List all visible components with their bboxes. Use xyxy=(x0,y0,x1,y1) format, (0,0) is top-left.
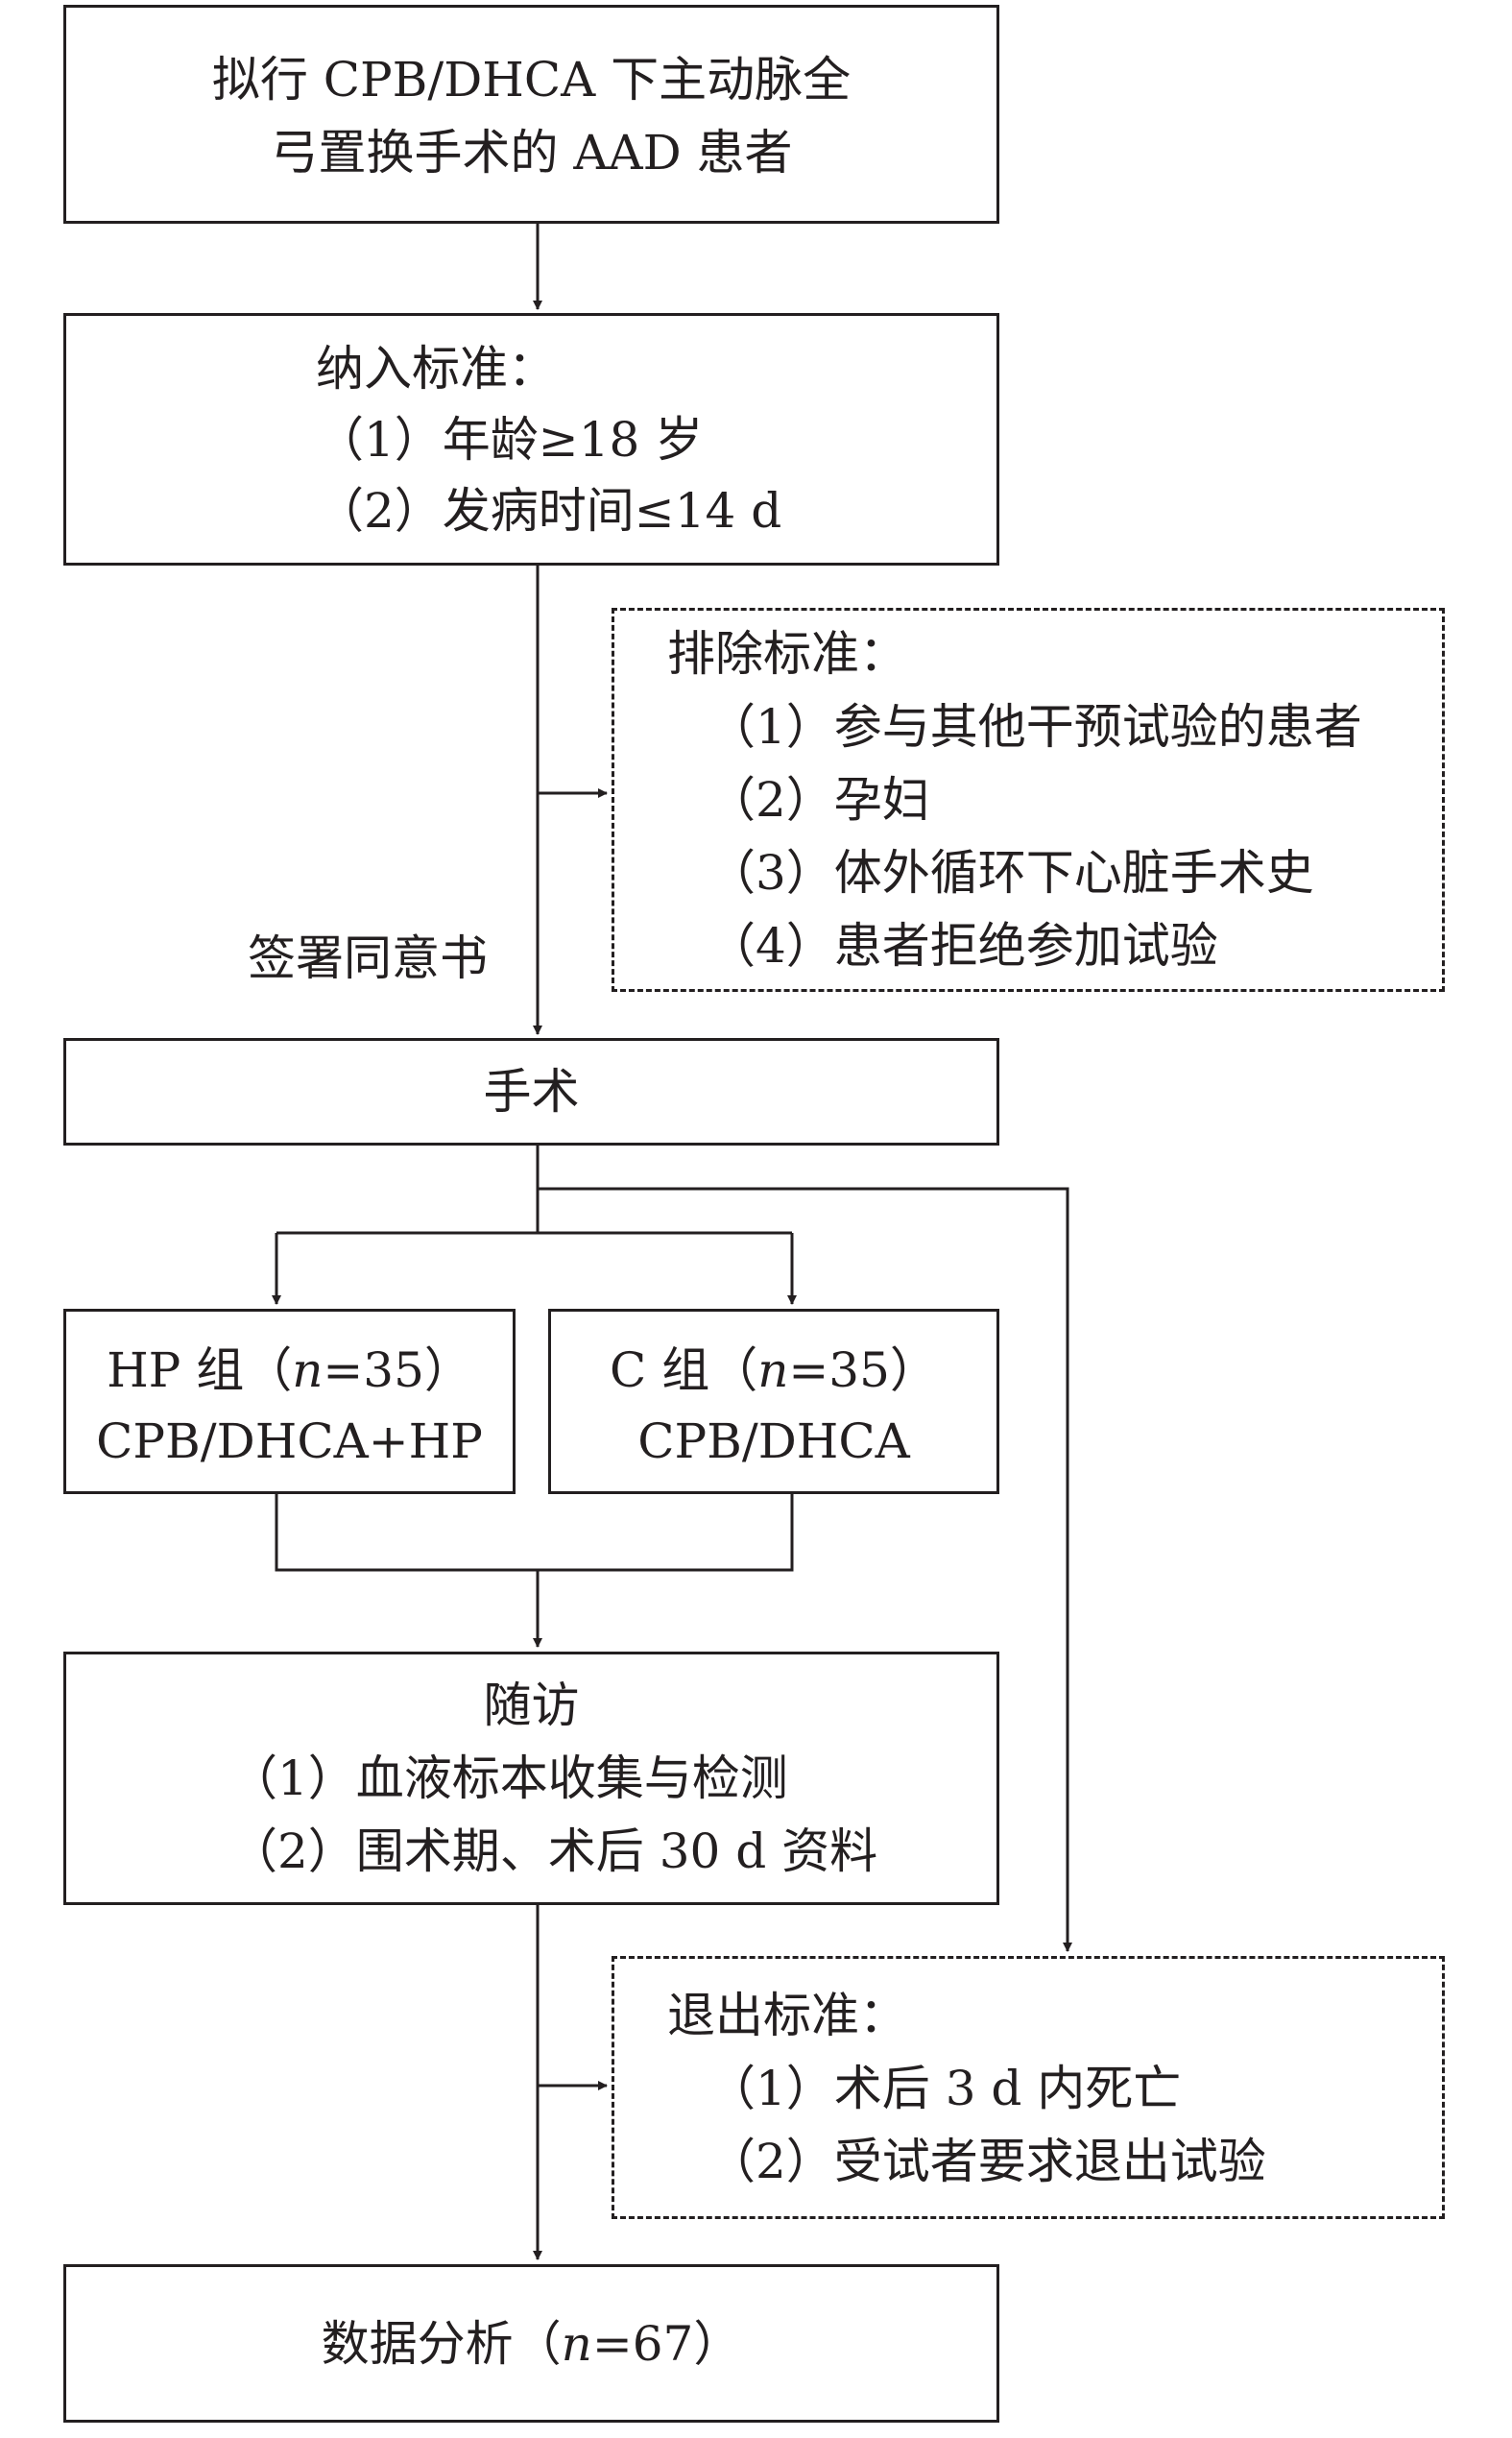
followup-item-1: （1）血液标本收集与检测 xyxy=(229,1750,788,1806)
exclusion-item-4: （4）患者拒绝参加试验 xyxy=(708,918,1218,974)
followup-title: 随访 xyxy=(483,1678,580,1733)
c-group-line-2: CPB/DHCA xyxy=(637,1413,910,1469)
withdrawal-item-2: （2）受试者要求退出试验 xyxy=(708,2134,1266,2189)
analysis-label: 数据分析（n=67） xyxy=(321,2316,742,2372)
start-line-2: 弓置换手术的 AAD 患者 xyxy=(270,125,793,181)
surgery-box: 手术 xyxy=(63,1038,999,1146)
exclusion-item-3: （3）体外循环下心脏手术史 xyxy=(708,845,1314,901)
c-group-line-1: C 组（n=35） xyxy=(610,1342,938,1398)
hp-group-line-2: CPB/DHCA+HP xyxy=(96,1413,483,1469)
inclusion-item-1: （1）年龄≥18 岁 xyxy=(316,412,704,468)
hp-group-box: HP 组（n=35） CPB/DHCA+HP xyxy=(63,1309,516,1494)
analysis-box: 数据分析（n=67） xyxy=(63,2264,999,2423)
withdrawal-box: 退出标准： （1）术后 3 d 内死亡 （2）受试者要求退出试验 xyxy=(612,1956,1445,2219)
start-box: 拟行 CPB/DHCA 下主动脉全 弓置换手术的 AAD 患者 xyxy=(63,5,999,224)
inclusion-item-2: （2）发病时间≤14 d xyxy=(316,483,782,539)
withdrawal-item-1: （1）术后 3 d 内死亡 xyxy=(708,2061,1182,2116)
line-groups-merge xyxy=(275,1493,794,1572)
inclusion-title: 纳入标准： xyxy=(316,341,556,397)
followup-box: 随访 （1）血液标本收集与检测 （2）围术期、术后 30 d 资料 xyxy=(63,1652,999,1905)
withdrawal-title: 退出标准： xyxy=(667,1988,907,2043)
consent-label: 签署同意书 xyxy=(248,930,488,986)
hp-group-line-1: HP 组（n=35） xyxy=(107,1342,472,1398)
surgery-label: 手术 xyxy=(483,1064,580,1120)
start-line-1: 拟行 CPB/DHCA 下主动脉全 xyxy=(211,52,852,108)
line-surgery-to-withdrawal xyxy=(538,1187,1072,1952)
exclusion-title: 排除标准： xyxy=(667,626,907,682)
exclusion-item-1: （1）参与其他干预试验的患者 xyxy=(708,699,1362,755)
exclusion-box: 排除标准： （1）参与其他干预试验的患者 （2）孕妇 （3）体外循环下心脏手术史… xyxy=(612,608,1445,992)
inclusion-box: 纳入标准： （1）年龄≥18 岁 （2）发病时间≤14 d xyxy=(63,313,999,566)
followup-item-2: （2）围术期、术后 30 d 资料 xyxy=(229,1823,878,1879)
c-group-box: C 组（n=35） CPB/DHCA xyxy=(548,1309,999,1494)
exclusion-item-2: （2）孕妇 xyxy=(708,772,930,828)
